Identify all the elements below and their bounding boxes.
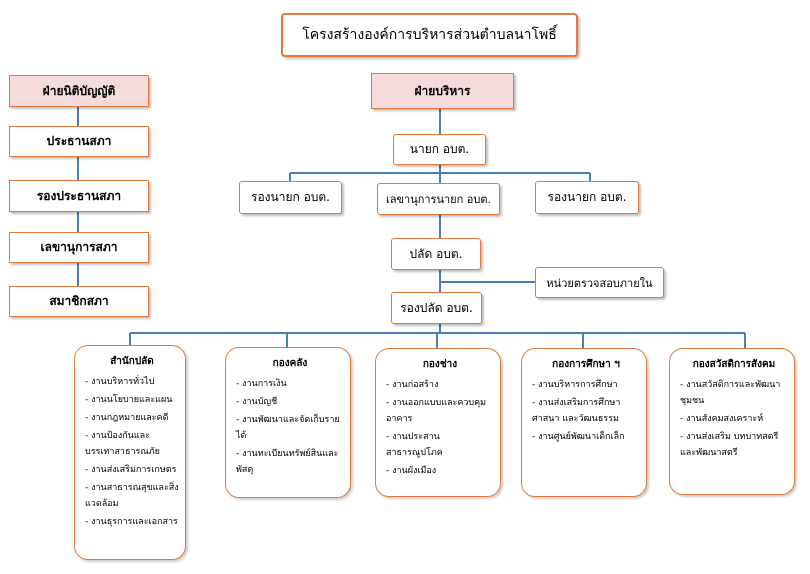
internal-audit-text: หน่วยตรวจสอบภายใน [546,276,653,290]
list-item: - งานสวัสดิการและพัฒนาชุมชน [680,380,781,406]
internal-audit-box: หน่วยตรวจสอบภายใน [535,267,664,298]
list-item: - งานพัฒนาและจัดเก็บรายได้ [236,415,340,441]
legislative-member: สมาชิกสภา [9,286,149,317]
legislative-member: เลขานุการสภา [9,232,149,263]
list-item: - งานทะเบียนทรัพย์สินและพัสดุ [236,449,339,475]
list-item: - งานธุรการและเอกสาร [85,517,178,527]
department-name: กองคลัง [272,358,308,369]
chart-title: โครงสร้างองค์การบริหารส่วนตำบลนาโพธิ์ [281,13,578,57]
deputy-chief-box: รองปลัด อบต. [391,292,482,324]
list-item: - งานการเงิน [236,379,287,389]
mayor-text: นายก อบต. [409,142,470,156]
list-item: - งานศูนย์พัฒนาเด็กเล็ก [532,432,625,442]
department-box-education: กองการศึกษา ฯ - งานบริหารการศึกษา - งานส… [521,348,647,497]
list-item: - งานบัญชี [236,397,278,407]
legislative-member: รองประธานสภา [9,180,149,212]
list-item: - งานออกแบบและควบคุมอาคาร [386,398,487,424]
list-item: - งานนโยบายและแผน [85,395,173,405]
deputy-mayor-left-box: รองนายก อบต. [239,181,342,214]
list-item: - งานป้องกันและบรรเทาสาธารณภัย [85,431,160,457]
chief-administrator-box: ปลัด อบต. [391,238,481,270]
deputy-mayor-left-text: รองนายก อบต. [251,190,330,204]
list-item: - งานบริหารทั่วไป [85,377,155,387]
list-item: - งานกฎหมายและคดี [85,413,169,423]
department-box-engineering: กองช่าง - งานก่อสร้าง - งานออกแบบและควบค… [375,348,501,497]
list-item: - งานส่งเสริมการศึกษา ศาสนา และวัฒนธรรม [532,398,621,424]
list-item: - งานบริหารการศึกษา [532,380,618,390]
department-box-office-of-chief: สำนักปลัด - งานบริหารทั่วไป - งานนโยบายแ… [74,345,186,560]
mayor-secretary-text: เลขานุการนายก อบต. [386,193,491,206]
executive-header: ฝ่ายบริหาร [371,73,514,109]
list-item: - งานส่งเสริม บทบาทสตรีและพัฒนาสตรี [680,432,779,458]
mayor-secretary-box: เลขานุการนายก อบต. [377,183,500,215]
legislative-member-text: สมาชิกสภา [49,294,109,308]
deputy-mayor-right-text: รองนายก อบต. [547,190,627,204]
mayor-box: นายก อบต. [393,134,486,165]
department-name: สำนักปลัด [110,356,154,367]
list-item: - งานสังคมสงเคราะห์ [680,414,764,424]
list-item: - งานก่อสร้าง [386,380,439,390]
executive-header-text: ฝ่ายบริหาร [414,83,471,98]
department-box-finance: กองคลัง - งานการเงิน - งานบัญชี - งานพัฒ… [225,347,351,498]
list-item: - งานประสานสาธารณูปโภค [386,432,443,458]
list-item: - งานส่งเสริมการเกษตร [85,465,177,475]
list-item: - งานผังเมือง [386,466,437,476]
department-box-social-welfare: กองสวัสดิการสังคม - งานสวัสดิการและพัฒนา… [669,348,795,495]
deputy-mayor-right-box: รองนายก อบต. [535,181,639,214]
legislative-header-text: ฝ่ายนิติบัญญัติ [42,83,116,98]
list-item: - งานสาธารณสุขและสิ่งแวดล้อม [85,483,179,509]
department-name: กองการศึกษา ฯ [552,359,620,370]
department-name: กองสวัสดิการสังคม [692,359,776,370]
chief-administrator-text: ปลัด อบต. [409,246,463,261]
chart-title-text: โครงสร้างองค์การบริหารส่วนตำบลนาโพธิ์ [302,27,557,43]
legislative-member-text: เลขานุการสภา [40,240,118,254]
legislative-member-text: ประธานสภา [46,134,112,148]
legislative-member: ประธานสภา [9,126,149,157]
deputy-chief-text: รองปลัด อบต. [400,300,473,315]
department-name: กองช่าง [422,359,458,370]
legislative-member-text: รองประธานสภา [36,188,122,203]
legislative-header: ฝ่ายนิติบัญญัติ [9,75,149,107]
